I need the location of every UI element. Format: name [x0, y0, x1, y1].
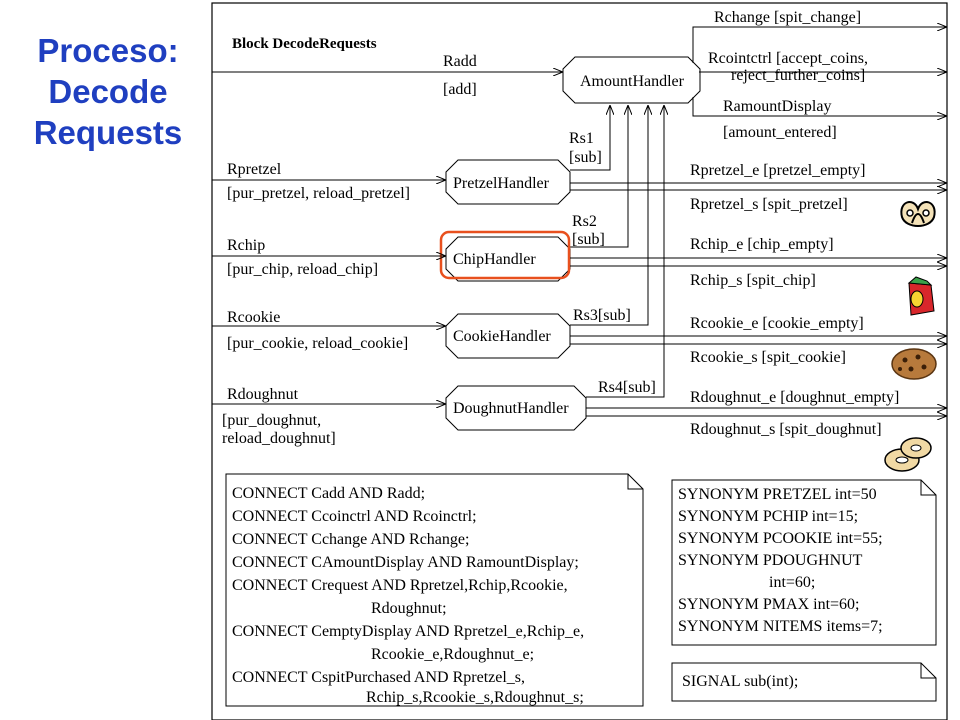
connect-text-symbol — [225, 473, 644, 707]
radd-label: Radd — [443, 53, 477, 70]
synonym-line: SYNONYM PCHIP int=15; — [678, 508, 858, 525]
rchip-signal: [pur_chip, reload_chip] — [227, 261, 378, 278]
slide-title: Proceso: Decode Requests — [8, 30, 208, 153]
rchip-s-label: Rchip_s [spit_chip] — [690, 272, 816, 289]
rcookie-signal: [pur_cookie, reload_cookie] — [227, 335, 408, 352]
synonym-text-symbol — [671, 479, 937, 646]
signal-dogear — [920, 663, 936, 679]
doughnut-handler-process — [445, 385, 587, 431]
title-line-3: Requests — [33, 114, 183, 151]
cookie-icon — [891, 348, 937, 380]
block-frame — [211, 2, 948, 720]
chips-bag-icon — [907, 276, 935, 316]
synonym-line: int=60; — [769, 574, 815, 591]
signal-text-symbol — [671, 662, 937, 702]
connect-dogear — [627, 474, 643, 490]
pretzel-handler-process — [445, 159, 571, 205]
rdoughnut-signal-1: [pur_doughnut, — [222, 412, 321, 429]
doughnut-handler-label: DoughnutHandler — [453, 400, 569, 417]
rs2-channel — [570, 106, 628, 248]
rchange-channel — [692, 27, 946, 63]
chip-handler-label: ChipHandler — [453, 251, 536, 268]
rdoughnut-s-label: Rdoughnut_s [spit_doughnut] — [690, 421, 882, 438]
rs3-channel — [570, 106, 648, 326]
amount-handler-label: AmountHandler — [580, 73, 685, 90]
rs1-channel — [570, 106, 610, 171]
synonym-line: SYNONYM PDOUGHNUT — [678, 552, 863, 569]
connect-line: CONNECT CspitPurchased AND Rpretzel_s, — [232, 669, 525, 686]
rs3-label: Rs3[sub] — [573, 307, 631, 324]
rs1-signal: [sub] — [569, 149, 602, 166]
rs1-label: Rs1 — [569, 130, 594, 147]
rcookie-s-label: Rcookie_s [spit_cookie] — [690, 349, 846, 366]
title-line-2: Decode — [48, 73, 168, 110]
rs4-channel — [586, 106, 664, 398]
signal-line: SIGNAL sub(int); — [682, 673, 798, 690]
synonym-line: SYNONYM PMAX int=60; — [678, 596, 860, 613]
synonym-line: SYNONYM PCOOKIE int=55; — [678, 530, 883, 547]
rdoughnut-signal-2: reload_doughnut] — [222, 430, 336, 447]
ramount-label-2: [amount_entered] — [723, 124, 837, 141]
rs4-label: Rs4[sub] — [598, 379, 656, 396]
rchip-e-label: Rchip_e [chip_empty] — [690, 236, 834, 253]
rdoughnut-e-label: Rdoughnut_e [doughnut_empty] — [690, 389, 899, 406]
ramount-label-1: RamountDisplay — [723, 98, 831, 115]
rs2-signal: [sub] — [572, 231, 605, 248]
radd-signal: [add] — [443, 81, 477, 98]
rcoinctrl-label-1: Rcointctrl [accept_coins, — [708, 50, 868, 67]
cookie-handler-process — [445, 313, 571, 359]
rchip-label: Rchip — [227, 237, 265, 254]
connect-line: CONNECT Crequest AND Rpretzel,Rchip,Rcoo… — [232, 577, 568, 594]
connect-line: Rdoughnut; — [371, 600, 447, 617]
connect-line: CONNECT CAmountDisplay AND RamountDispla… — [232, 554, 579, 571]
rcoinctrl-label-2: reject_further_coins] — [731, 67, 865, 84]
synonym-line: SYNONYM NITEMS items=7; — [678, 618, 883, 635]
rpretzel-s-label: Rpretzel_s [spit_pretzel] — [690, 196, 848, 213]
doughnuts-icon — [884, 437, 932, 472]
connect-line: CONNECT CemptyDisplay AND Rpretzel_e,Rch… — [232, 623, 584, 640]
cookie-handler-label: CookieHandler — [453, 328, 551, 345]
rdoughnut-label: Rdoughnut — [227, 386, 299, 403]
pretzel-icon — [900, 201, 936, 227]
rpretzel-signal: [pur_pretzel, reload_pretzel] — [227, 185, 410, 202]
title-line-1: Proceso: — [37, 32, 179, 69]
connect-line: CONNECT Cchange AND Rchange; — [232, 531, 469, 548]
rs2-label: Rs2 — [572, 213, 597, 230]
rcookie-label: Rcookie — [227, 309, 280, 326]
block-title: Block DecodeRequests — [232, 36, 377, 52]
synonym-line: SYNONYM PRETZEL int=50 — [678, 486, 877, 503]
rcookie-e-label: Rcookie_e [cookie_empty] — [690, 315, 864, 332]
synonym-dogear — [920, 480, 936, 496]
chip-handler-process — [445, 236, 571, 282]
connect-line: Rchip_s,Rcookie_s,Rdoughnut_s; — [366, 689, 584, 706]
rchange-label: Rchange [spit_change] — [714, 9, 861, 26]
connect-line: Rcookie_e,Rdoughnut_e; — [371, 646, 534, 663]
pretzel-handler-label: PretzelHandler — [453, 175, 550, 192]
connect-line: CONNECT Cadd AND Radd; — [232, 485, 425, 502]
connect-line: CONNECT Ccoinctrl AND Rcoinctrl; — [232, 508, 477, 525]
ramountdisplay-channel — [692, 97, 946, 116]
rpretzel-e-label: Rpretzel_e [pretzel_empty] — [690, 162, 865, 179]
amount-handler-process — [562, 56, 701, 104]
rpretzel-label: Rpretzel — [227, 161, 282, 178]
